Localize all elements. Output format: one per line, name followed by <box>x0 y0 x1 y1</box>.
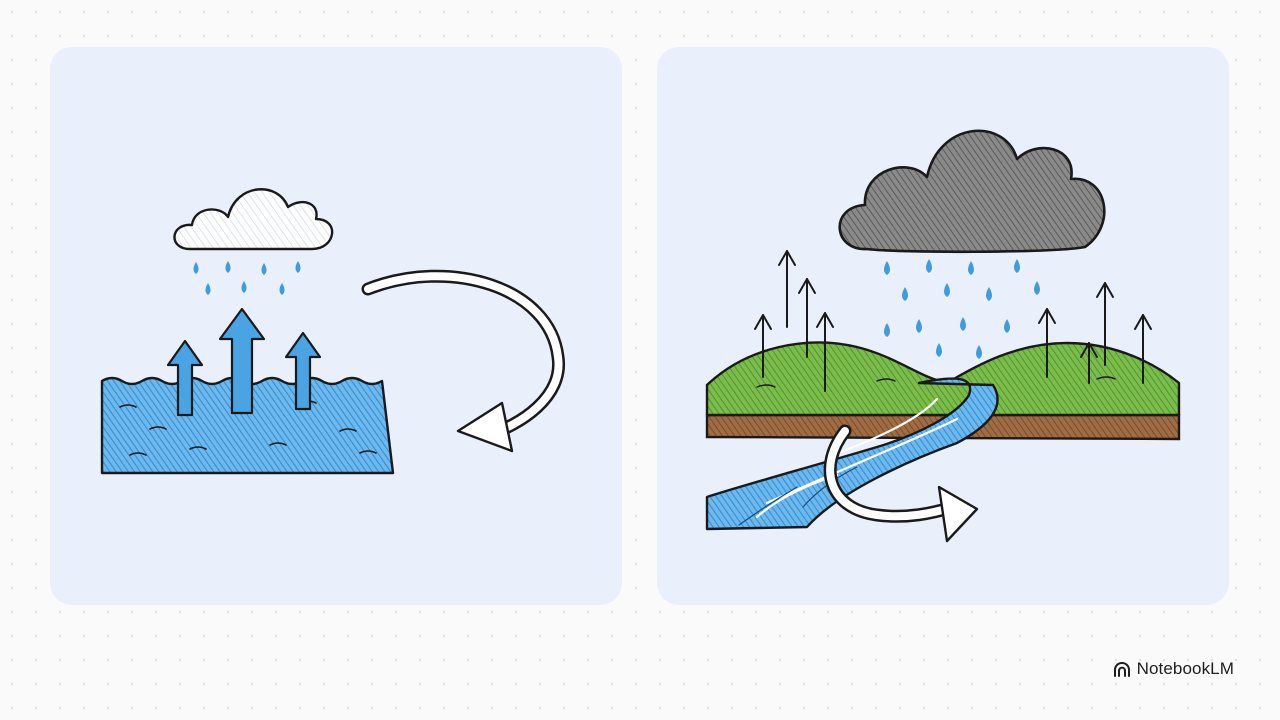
runoff-diagram <box>705 129 1181 543</box>
brand-name: NotebookLM <box>1136 659 1234 678</box>
raindrop-icon <box>193 261 301 295</box>
storm-cloud-icon <box>838 129 1106 254</box>
runoff-panel <box>657 47 1229 605</box>
up-arrow-icon <box>754 250 1152 392</box>
evaporation-diagram <box>100 188 565 475</box>
curved-arrow-icon <box>361 269 565 453</box>
raindrop-icon <box>884 259 1040 359</box>
cloud-icon <box>173 188 334 251</box>
curved-arrow-icon <box>823 424 979 543</box>
brand-logo: NotebookLM <box>1113 658 1234 680</box>
up-arrow-icon <box>166 307 322 417</box>
notebooklm-logo-icon <box>1113 661 1130 677</box>
evaporation-panel <box>50 47 622 605</box>
